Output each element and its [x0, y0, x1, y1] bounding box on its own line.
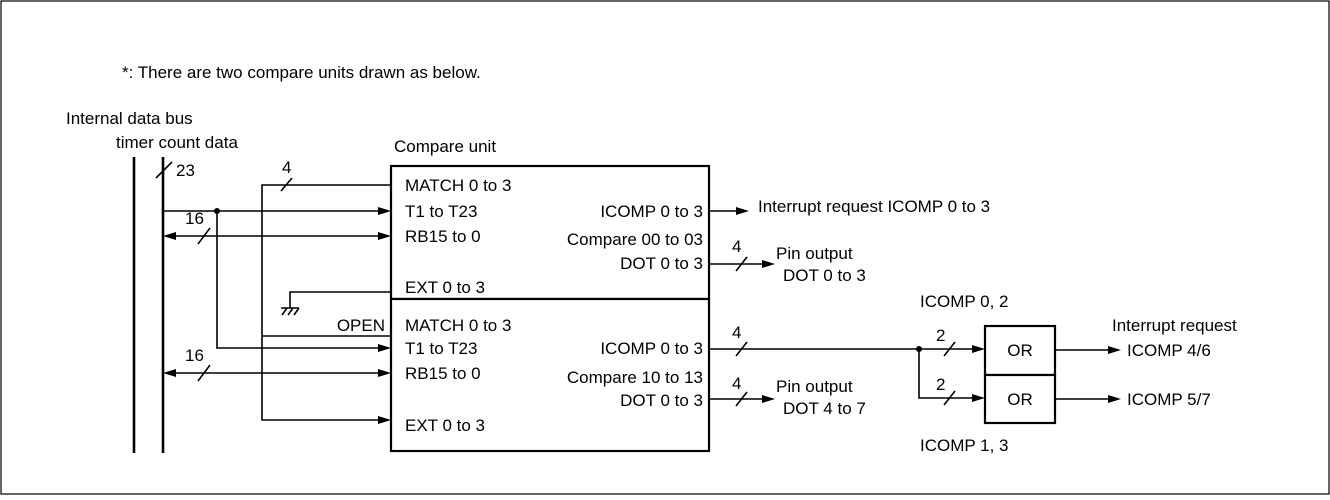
pin-bottom-label-2: DOT 4 to 7 — [783, 399, 866, 418]
or-a-input-arrow — [972, 345, 985, 353]
pin-bottom-arrow — [762, 395, 775, 403]
match-4-slash — [280, 177, 293, 192]
icomp-top-label: ICOMP 0 to 3 — [600, 202, 703, 221]
or-gate-b — [983, 373, 1057, 425]
or-gate-b-label: OR — [1007, 390, 1033, 409]
bus-23-slash — [155, 161, 173, 179]
icomp-bottom-width: 4 — [732, 323, 741, 342]
interrupt-top-arrow — [736, 207, 749, 215]
ground-hatch-3 — [293, 307, 300, 316]
or-a-slash — [943, 341, 956, 357]
icomp-46-label: ICOMP 4/6 — [1127, 341, 1211, 360]
icomp-13-label: ICOMP 1, 3 — [920, 436, 1009, 455]
pin-bottom-width: 4 — [732, 374, 741, 393]
or-b-width: 2 — [936, 375, 945, 394]
match-width-4: 4 — [282, 158, 291, 177]
note-text: *: There are two compare units drawn as … — [122, 63, 481, 82]
pin-top-label-2: DOT 0 to 3 — [783, 266, 866, 285]
ext-top-ground-line — [289, 291, 391, 308]
dot-bottom-label: DOT 0 to 3 — [620, 391, 703, 410]
rb-top-right-arrow — [378, 232, 391, 240]
compare-unit-bottom — [389, 297, 711, 453]
icomp-bottom-slash — [735, 341, 748, 357]
icomp-bottom-label: ICOMP 0 to 3 — [600, 339, 703, 358]
match-bottom-label: MATCH 0 to 3 — [405, 316, 511, 335]
or-b-slash — [943, 390, 956, 406]
timer-count-label: timer count data — [116, 133, 238, 152]
pin-bottom-slash — [735, 391, 748, 407]
icomp-02-label: ICOMP 0, 2 — [920, 292, 1009, 311]
pin-top-width: 4 — [732, 237, 741, 256]
ext-top-label: EXT 0 to 3 — [405, 278, 485, 297]
rb-bottom-left-arrow — [163, 369, 176, 377]
or-b-input-line — [918, 349, 972, 399]
bus-width-23: 23 — [176, 161, 195, 180]
compare-unit-label: Compare unit — [394, 137, 496, 156]
or-a-width: 2 — [936, 326, 945, 345]
ground-hatch-2 — [287, 307, 294, 316]
rb-top-label: RB15 to 0 — [405, 227, 481, 246]
t1-bottom-arrow — [378, 344, 391, 352]
or-b-output-arrow — [1108, 395, 1121, 403]
pin-top-slash — [735, 256, 748, 272]
compare-top-label: Compare 00 to 03 — [567, 230, 703, 249]
rb-top-width: 16 — [185, 209, 204, 228]
or-b-input-arrow — [972, 394, 985, 402]
rb-top-left-arrow — [163, 232, 176, 240]
t1-top-arrow — [378, 207, 391, 215]
rb-bottom-label: RB15 to 0 — [405, 364, 481, 383]
pin-top-label-1: Pin output — [776, 244, 853, 263]
t1-top-label: T1 to T23 — [405, 202, 477, 221]
t1-bottom-line — [216, 211, 378, 349]
t1-bottom-label: T1 to T23 — [405, 339, 477, 358]
match-ext-feed-line — [261, 184, 391, 421]
open-label: OPEN — [337, 316, 385, 335]
rb-top-slash — [197, 227, 211, 245]
pin-bottom-label-1: Pin output — [776, 377, 853, 396]
ext-bottom-arrow — [378, 416, 391, 424]
interrupt-top-label: Interrupt request ICOMP 0 to 3 — [758, 197, 990, 216]
rb-bottom-width: 16 — [185, 346, 204, 365]
interrupt-request-label: Interrupt request — [1112, 316, 1237, 335]
ext-bottom-label: EXT 0 to 3 — [405, 416, 485, 435]
dot-top-label: DOT 0 to 3 — [620, 254, 703, 273]
compare-bottom-label: Compare 10 to 13 — [567, 368, 703, 387]
internal-bus-label: Internal data bus — [66, 109, 193, 128]
compare-unit-top — [389, 164, 711, 301]
or-gate-a-label: OR — [1007, 341, 1033, 360]
rb-bottom-right-arrow — [378, 369, 391, 377]
ground-hatch-1 — [281, 307, 288, 316]
or-a-output-arrow — [1108, 346, 1121, 354]
match-top-label: MATCH 0 to 3 — [405, 176, 511, 195]
rb-bottom-slash — [197, 364, 211, 382]
pin-top-arrow — [762, 260, 775, 268]
icomp-57-label: ICOMP 5/7 — [1127, 390, 1211, 409]
